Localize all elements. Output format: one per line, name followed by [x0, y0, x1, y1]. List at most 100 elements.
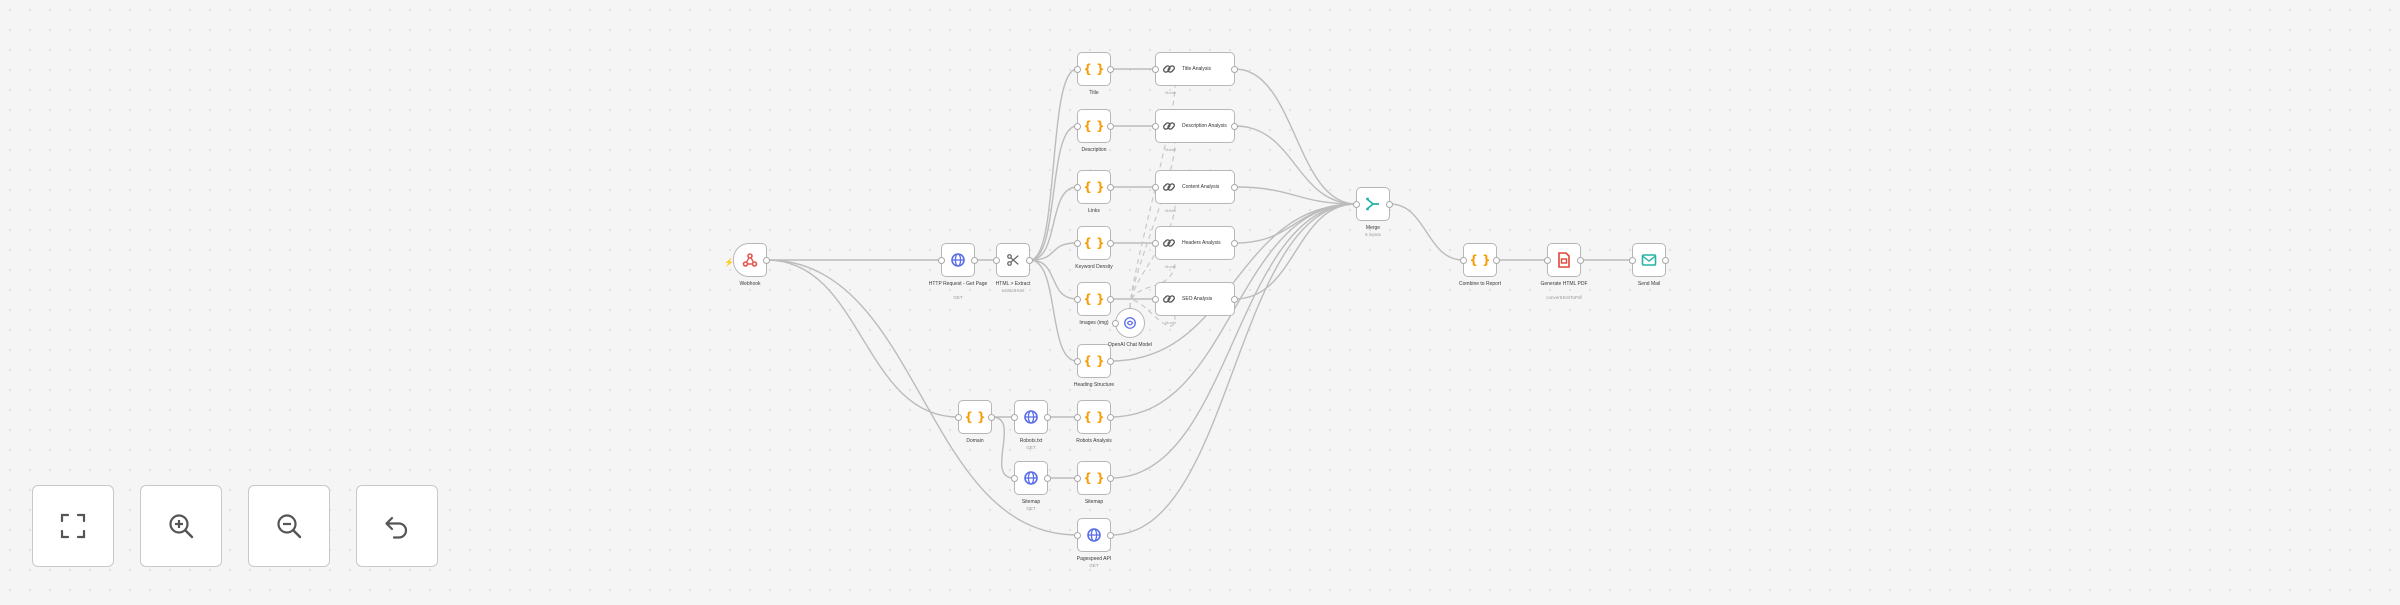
- input-port[interactable]: [1011, 414, 1018, 421]
- fit-view-icon: [58, 511, 88, 541]
- input-port[interactable]: [1074, 358, 1081, 365]
- input-port[interactable]: [1011, 475, 1018, 482]
- undo-icon: [382, 511, 412, 541]
- connection-extract_html-to-set_title[interactable]: [1029, 68, 1078, 261]
- input-port[interactable]: [1353, 201, 1360, 208]
- connection-webhook-to-pagespeed[interactable]: [766, 259, 1078, 536]
- output-port[interactable]: [1577, 257, 1584, 264]
- input-port[interactable]: [1074, 184, 1081, 191]
- globe-icon: [1023, 409, 1039, 425]
- connection-sitemap_set-to-merge[interactable]: [1110, 203, 1357, 479]
- node-set-domain[interactable]: { }: [955, 400, 995, 434]
- node-pagespeed[interactable]: [1074, 518, 1114, 552]
- node-title-analysis[interactable]: Title Analysis: [1152, 52, 1238, 86]
- output-port[interactable]: [971, 257, 978, 264]
- node-send-mail[interactable]: [1629, 243, 1669, 277]
- connection-extract_html-to-set_keyword[interactable]: [1029, 242, 1078, 261]
- node-set-links[interactable]: { }: [1074, 170, 1114, 204]
- output-port[interactable]: [1107, 184, 1114, 191]
- input-port[interactable]: [1544, 257, 1551, 264]
- braces-icon: { }: [1083, 410, 1105, 424]
- connection-merge-to-combine_report[interactable]: [1389, 203, 1464, 261]
- connection-pagespeed-to-merge[interactable]: [1110, 203, 1357, 536]
- connection-extract_html-to-set_links[interactable]: [1029, 186, 1078, 261]
- input-port[interactable]: [1152, 240, 1159, 247]
- output-port[interactable]: [1107, 240, 1114, 247]
- node-generate-pdf[interactable]: [1544, 243, 1584, 277]
- input-port[interactable]: [1074, 414, 1081, 421]
- input-port[interactable]: [1460, 257, 1467, 264]
- output-port[interactable]: [1107, 532, 1114, 539]
- input-port[interactable]: [1074, 66, 1081, 73]
- output-port[interactable]: [988, 414, 995, 421]
- node-desc-analysis[interactable]: Description Analysis: [1152, 109, 1238, 143]
- output-port[interactable]: [1231, 184, 1238, 191]
- node-set-heading[interactable]: { }: [1074, 344, 1114, 378]
- output-port[interactable]: [763, 257, 770, 264]
- node-seo-analysis[interactable]: SEO Analysis: [1152, 282, 1238, 316]
- connection-extract_html-to-set_heading[interactable]: [1029, 259, 1078, 362]
- input-port[interactable]: [1152, 184, 1159, 191]
- input-port[interactable]: [1074, 532, 1081, 539]
- output-port[interactable]: [1107, 296, 1114, 303]
- node-merge[interactable]: [1353, 187, 1393, 221]
- output-port[interactable]: [1107, 414, 1114, 421]
- output-port[interactable]: [1231, 240, 1238, 247]
- node-sitemap[interactable]: [1011, 461, 1051, 495]
- input-port[interactable]: [1074, 475, 1081, 482]
- node-extract-html[interactable]: [993, 243, 1033, 277]
- node-robots-txt[interactable]: [1011, 400, 1051, 434]
- output-port[interactable]: [1107, 358, 1114, 365]
- output-port[interactable]: [1107, 66, 1114, 73]
- output-port[interactable]: [1231, 296, 1238, 303]
- node-webhook[interactable]: [733, 243, 770, 277]
- output-port[interactable]: [1044, 475, 1051, 482]
- output-port[interactable]: [1493, 257, 1500, 264]
- connection-extract_html-to-set_description[interactable]: [1029, 125, 1078, 261]
- connection-extract_html-to-set_images[interactable]: [1029, 259, 1078, 300]
- input-port[interactable]: [1074, 296, 1081, 303]
- connection-content_analysis-to-merge[interactable]: [1234, 186, 1357, 205]
- input-port[interactable]: [1629, 257, 1636, 264]
- output-port[interactable]: [1386, 201, 1393, 208]
- node-set-title[interactable]: { }: [1074, 52, 1114, 86]
- node-headers-analysis[interactable]: Headers Analysis: [1152, 226, 1238, 260]
- node-sitemap-set[interactable]: { }: [1074, 461, 1114, 495]
- node-combine-report[interactable]: { }: [1460, 243, 1500, 277]
- undo-button[interactable]: [356, 485, 438, 567]
- output-port[interactable]: [1026, 257, 1033, 264]
- input-port[interactable]: [1074, 123, 1081, 130]
- output-port[interactable]: [1231, 66, 1238, 73]
- output-port[interactable]: [1662, 257, 1669, 264]
- input-port[interactable]: [1152, 123, 1159, 130]
- output-port[interactable]: [1044, 414, 1051, 421]
- zoom-in-button[interactable]: [140, 485, 222, 567]
- input-port[interactable]: [1112, 320, 1119, 327]
- zoom-out-button[interactable]: [248, 485, 330, 567]
- input-port[interactable]: [1152, 296, 1159, 303]
- connection-webhook-to-set_domain[interactable]: [766, 259, 959, 418]
- braces-icon: { }: [1083, 354, 1105, 368]
- connection-seo_analysis-to-merge[interactable]: [1234, 203, 1357, 300]
- input-port[interactable]: [993, 257, 1000, 264]
- output-port[interactable]: [1107, 123, 1114, 130]
- connection-desc_analysis-to-merge[interactable]: [1234, 125, 1357, 205]
- node-set-images[interactable]: { }: [1074, 282, 1114, 316]
- node-robots-analysis[interactable]: { }: [1074, 400, 1114, 434]
- node-openai-model[interactable]: [1112, 308, 1145, 338]
- connection-set_domain-to-sitemap[interactable]: [991, 416, 1015, 479]
- node-content-analysis[interactable]: Content Analysis: [1152, 170, 1238, 204]
- connection-title_analysis-to-merge[interactable]: [1234, 68, 1357, 205]
- node-subtitle: GET: [1089, 563, 1099, 568]
- node-set-keyword[interactable]: { }: [1074, 226, 1114, 260]
- input-port[interactable]: [1152, 66, 1159, 73]
- input-port[interactable]: [938, 257, 945, 264]
- node-set-description[interactable]: { }: [1074, 109, 1114, 143]
- node-http-page[interactable]: [938, 243, 978, 277]
- fit-view-button[interactable]: [32, 485, 114, 567]
- input-port[interactable]: [1074, 240, 1081, 247]
- output-port[interactable]: [1231, 123, 1238, 130]
- input-port[interactable]: [955, 414, 962, 421]
- output-port[interactable]: [1107, 475, 1114, 482]
